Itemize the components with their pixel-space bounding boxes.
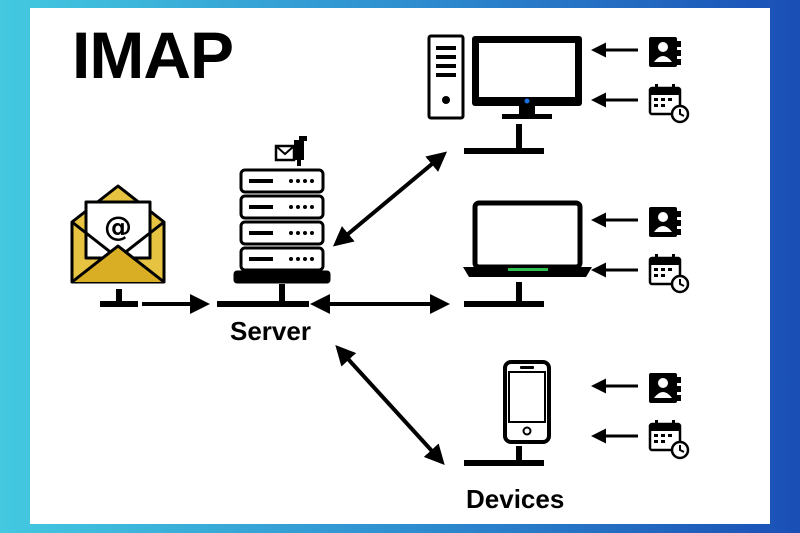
desktop-sync-items	[591, 37, 690, 124]
smartphone-icon	[503, 360, 551, 444]
contact-book-icon	[649, 207, 681, 237]
laptop-icon	[463, 200, 592, 277]
server-label: Server	[230, 316, 311, 346]
diagram-title: IMAP	[72, 18, 234, 92]
calendar-clock-icon	[648, 254, 690, 294]
mailbox-icon	[274, 136, 307, 166]
desktop-connector	[464, 124, 544, 154]
svg-text:@: @	[104, 210, 132, 243]
server-rack-icon	[233, 168, 331, 284]
arrow-server-desktop	[332, 151, 448, 247]
connection-arrows	[142, 151, 450, 465]
email-envelope-icon: @	[70, 184, 166, 284]
phone-sync-items	[591, 373, 690, 460]
laptop-sync-items	[591, 207, 690, 294]
arrow-server-phone	[335, 345, 445, 465]
desktop-computer-icon	[427, 34, 582, 120]
contact-book-icon	[649, 37, 681, 67]
devices-label: Devices	[466, 484, 565, 514]
server-connector	[217, 284, 309, 307]
server-rack-lights	[249, 179, 314, 261]
envelope-connector	[100, 289, 138, 307]
calendar-clock-icon	[648, 420, 690, 460]
laptop-connector	[464, 282, 544, 307]
contact-book-icon	[649, 373, 681, 403]
phone-connector	[464, 446, 544, 466]
calendar-clock-icon	[648, 84, 690, 124]
